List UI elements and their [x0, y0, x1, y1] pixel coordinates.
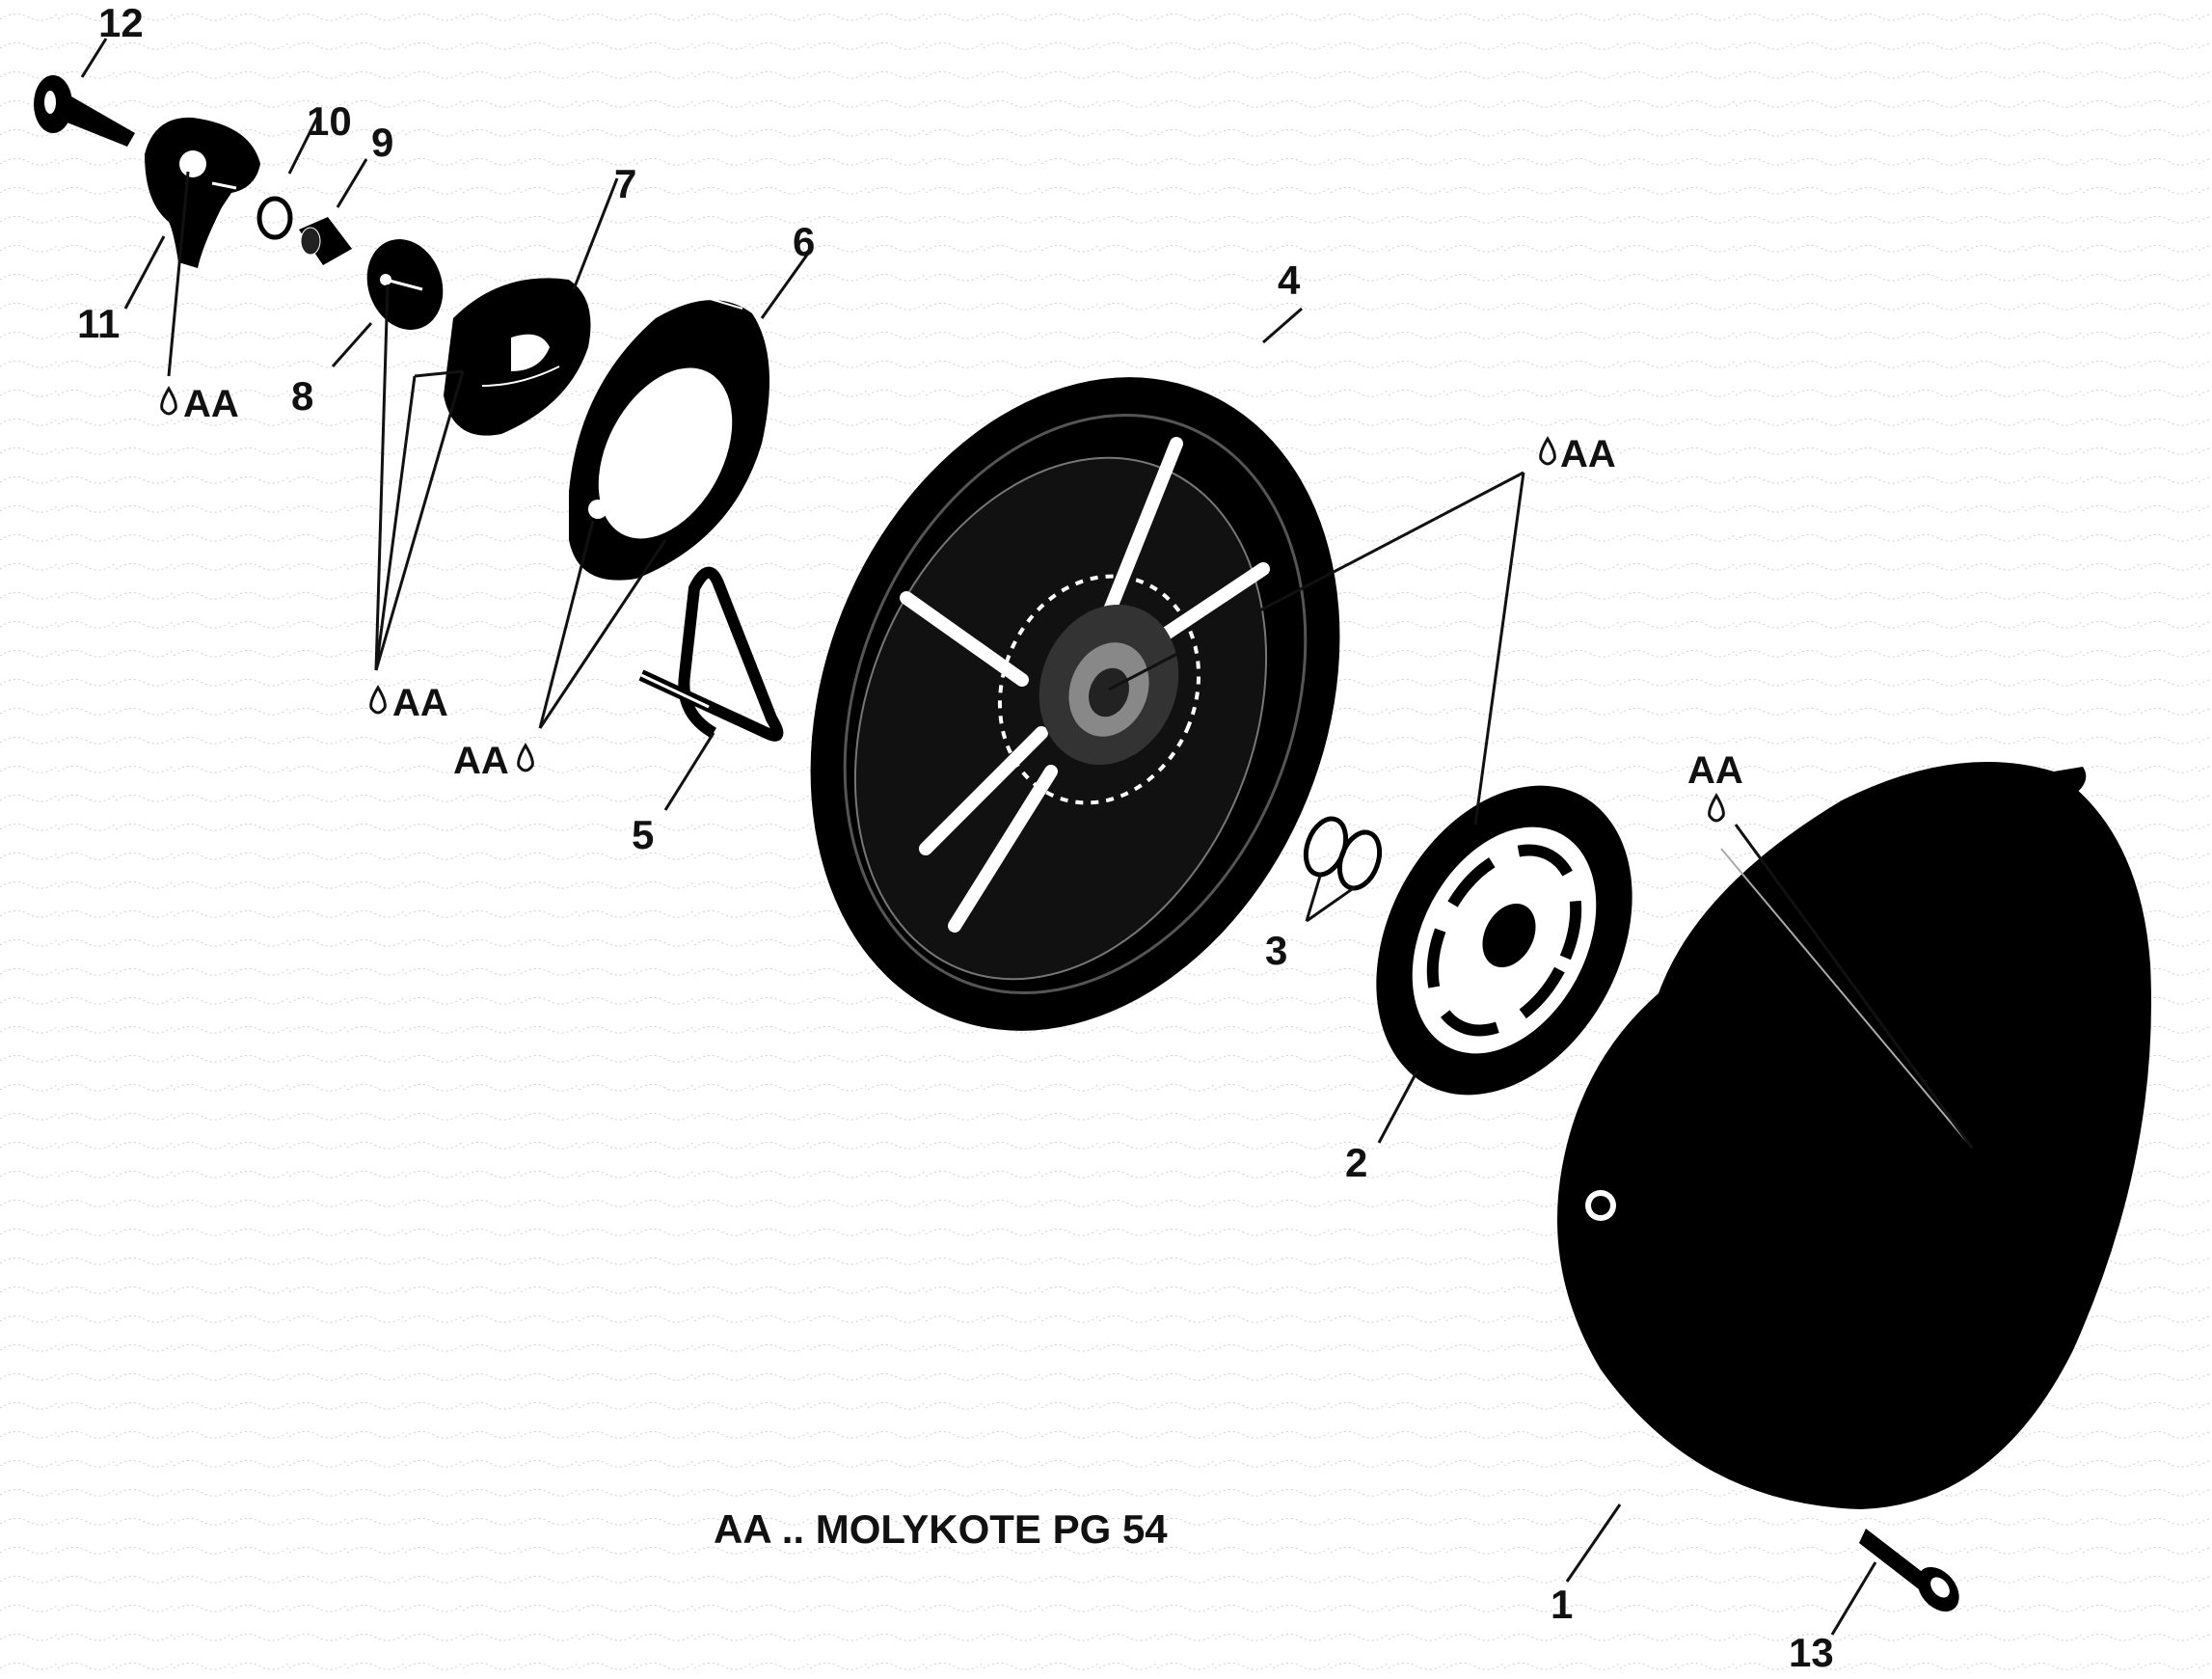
callout-11: 11 — [77, 301, 120, 346]
part-10-o-ring — [256, 196, 293, 240]
lube-label-1: AA — [1687, 749, 1743, 792]
part-9-bushing — [299, 217, 352, 265]
drop-icon — [1539, 436, 1556, 466]
part-11-lever — [145, 117, 260, 269]
drop-icon — [517, 743, 534, 772]
callout-2: 2 — [1345, 1140, 1367, 1185]
callout-13: 13 — [1789, 1630, 1834, 1675]
leader-lines — [80, 38, 1974, 1636]
callout-7: 7 — [614, 161, 636, 206]
callout-10: 10 — [307, 98, 352, 144]
drop-icon — [369, 685, 387, 715]
part-6-retainer — [569, 293, 769, 581]
callout-12: 12 — [98, 0, 144, 45]
callout-6: 6 — [793, 219, 815, 264]
part-12-bolt — [34, 75, 135, 147]
drop-icon — [160, 386, 177, 416]
callout-8: 8 — [291, 373, 313, 419]
part-1-housing — [1557, 762, 2151, 1509]
lube-label-4: AA — [1560, 433, 1616, 475]
callout-5: 5 — [632, 812, 654, 857]
lube-label-11: AA — [183, 383, 239, 425]
lubricant-drop-icons — [160, 386, 1725, 823]
callout-4: 4 — [1278, 257, 1301, 303]
lube-label-6: AA — [453, 740, 509, 782]
part-5-spring — [638, 566, 784, 742]
part-4-pulley — [810, 377, 1340, 1031]
part-7-cam-plate — [444, 278, 591, 436]
part-3-o-rings — [1303, 816, 1383, 891]
lubricant-legend: AA .. MOLYKOTE PG 54 — [714, 1506, 1168, 1552]
drop-icon — [1708, 793, 1725, 823]
lube-label-8: AA — [392, 682, 448, 724]
part-2-spring-cassette — [1376, 785, 1632, 1096]
callout-9: 9 — [371, 120, 393, 165]
part-13-screw — [1859, 1529, 1959, 1612]
callout-1: 1 — [1551, 1582, 1573, 1627]
callout-3: 3 — [1265, 928, 1287, 973]
